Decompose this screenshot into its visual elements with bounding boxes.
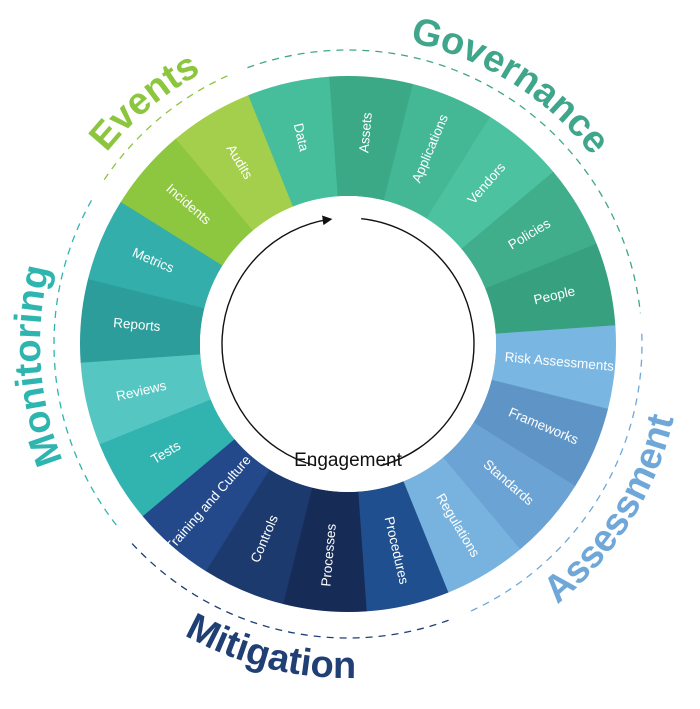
wheel-segments bbox=[79, 75, 616, 612]
group-title-mitigation: Mitigation bbox=[180, 606, 357, 687]
bracket-monitoring bbox=[53, 196, 117, 526]
segment-label-assets: Assets bbox=[356, 112, 374, 154]
segment-risk-assessments bbox=[491, 325, 616, 410]
segment-tests bbox=[99, 399, 235, 517]
segment-controls bbox=[205, 469, 313, 605]
segment-procedures bbox=[357, 481, 449, 612]
bracket-governance bbox=[247, 49, 642, 314]
segment-frameworks bbox=[473, 379, 609, 487]
segment-standards bbox=[442, 422, 576, 550]
segment-reviews bbox=[80, 353, 211, 445]
segment-metrics bbox=[87, 201, 223, 309]
center-circle bbox=[200, 196, 496, 492]
segment-applications bbox=[383, 83, 491, 219]
segment-people bbox=[485, 243, 616, 335]
center-label: Engagement bbox=[294, 450, 402, 471]
segment-assets bbox=[329, 75, 414, 201]
segment-policies bbox=[461, 171, 597, 289]
group-dashed-brackets bbox=[53, 49, 643, 639]
segment-vendors bbox=[426, 116, 554, 250]
segment-label-reports: Reports bbox=[113, 315, 162, 334]
segment-reports bbox=[79, 278, 205, 363]
bracket-assessment bbox=[467, 333, 643, 614]
cycle-arrow bbox=[221, 219, 475, 467]
bracket-events bbox=[103, 74, 229, 180]
segment-training-and-culture bbox=[142, 438, 270, 572]
group-title-monitoring: Monitoring bbox=[7, 261, 71, 472]
segment-data bbox=[247, 76, 339, 207]
segment-incidents bbox=[120, 138, 254, 266]
bracket-mitigation bbox=[129, 540, 449, 639]
segment-audits bbox=[175, 95, 293, 231]
group-title-text-mitigation: Mitigation bbox=[180, 606, 357, 687]
segment-label-data: Data bbox=[291, 122, 312, 154]
group-title-text-monitoring: Monitoring bbox=[7, 261, 71, 472]
segment-processes bbox=[282, 487, 367, 612]
segment-regulations bbox=[403, 457, 521, 593]
segment-label-processes: Processes bbox=[318, 523, 338, 587]
